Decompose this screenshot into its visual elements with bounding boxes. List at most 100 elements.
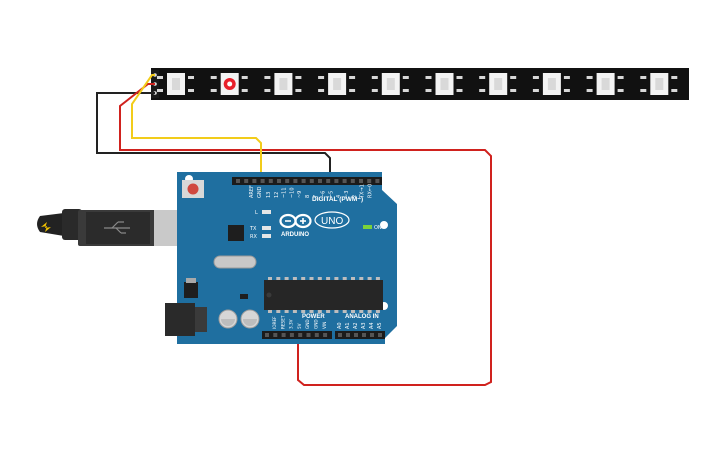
strip-smd bbox=[563, 76, 570, 79]
digital-pin-label: RX←0 bbox=[367, 184, 373, 198]
digital-pin-label: ~5 bbox=[328, 191, 334, 198]
on-led bbox=[363, 225, 372, 229]
strip-smd bbox=[586, 76, 593, 79]
strip-smd bbox=[264, 76, 271, 79]
strip-pixel[interactable] bbox=[425, 73, 463, 95]
strip-smd bbox=[640, 89, 647, 92]
on-label: ON bbox=[374, 225, 382, 231]
chip-pin bbox=[284, 310, 289, 313]
crystal-oscillator bbox=[213, 255, 257, 269]
strip-smd bbox=[371, 89, 378, 92]
strip-smd bbox=[264, 89, 271, 92]
strip-smd bbox=[617, 76, 624, 79]
usb-cable-end bbox=[37, 213, 64, 236]
mounting-hole bbox=[380, 221, 388, 229]
led-rx-label: RX bbox=[250, 234, 257, 240]
logo-minus-plus bbox=[285, 218, 306, 224]
strip-smd bbox=[188, 76, 194, 79]
strip-smd bbox=[586, 89, 593, 92]
strip-smd bbox=[157, 76, 163, 79]
pin-hole bbox=[265, 333, 269, 337]
digital-pin-label: 8 bbox=[305, 195, 311, 198]
chip-pin bbox=[334, 277, 339, 280]
pin-hole bbox=[301, 179, 306, 183]
strip-pixel[interactable] bbox=[532, 73, 570, 95]
strip-smd bbox=[510, 76, 517, 79]
pin-hole bbox=[244, 179, 249, 183]
digital-header bbox=[232, 177, 382, 185]
digital-pin-label: ~10 bbox=[289, 187, 295, 198]
digital-pin-label: TX→1 bbox=[360, 184, 366, 199]
power-pin-label: GND bbox=[314, 319, 319, 329]
pin-hole bbox=[252, 179, 257, 183]
led-strip[interactable] bbox=[151, 68, 689, 100]
usb-strain-relief bbox=[62, 209, 82, 240]
strip-pixel[interactable] bbox=[210, 73, 248, 95]
chip-pin bbox=[268, 310, 272, 313]
chip-pin bbox=[326, 277, 331, 280]
led-die bbox=[333, 78, 342, 90]
pin-hole bbox=[334, 179, 339, 183]
digital-pin-label: 2 bbox=[352, 195, 358, 198]
chip-pins bbox=[268, 277, 380, 313]
chip-pin bbox=[359, 310, 364, 313]
strip-smd bbox=[456, 89, 463, 92]
led-die bbox=[440, 78, 449, 90]
pin-hole bbox=[359, 179, 363, 183]
strip-smd bbox=[402, 76, 409, 79]
analog-header bbox=[335, 331, 385, 339]
chip-pin bbox=[342, 277, 347, 280]
power-wire[interactable] bbox=[119, 83, 492, 386]
data-wire[interactable] bbox=[131, 74, 262, 178]
gnd-wire[interactable] bbox=[96, 92, 331, 176]
regulator-tab bbox=[186, 278, 196, 283]
pin-hole bbox=[323, 333, 328, 337]
chip-pin bbox=[276, 310, 281, 313]
strip-pixel[interactable] bbox=[586, 73, 624, 95]
chip-pin bbox=[309, 277, 314, 280]
strip-pixel[interactable] bbox=[640, 73, 678, 95]
analog-pin-label: A4 bbox=[369, 322, 375, 329]
strip-smd bbox=[349, 76, 356, 79]
power-pin-label: 3.3V bbox=[289, 319, 294, 329]
digital-pin-label: ~6 bbox=[321, 191, 327, 198]
strip-smd bbox=[157, 89, 163, 92]
led-die bbox=[172, 78, 180, 90]
chip-pin bbox=[351, 310, 355, 313]
strip-pixels bbox=[157, 73, 678, 95]
chip-pin bbox=[351, 277, 355, 280]
strip-smd bbox=[425, 76, 432, 79]
strip-pixel[interactable] bbox=[264, 73, 302, 95]
strip-pixel[interactable] bbox=[371, 73, 409, 95]
strip-smd bbox=[188, 89, 194, 92]
chip-pin bbox=[292, 310, 297, 313]
chip-pin bbox=[367, 310, 372, 313]
chip-pin bbox=[276, 277, 281, 280]
voltage-regulator bbox=[184, 282, 198, 298]
pin-hole bbox=[306, 333, 311, 337]
usb-symbol-icon bbox=[104, 221, 130, 234]
pin-hole bbox=[277, 179, 281, 183]
smd-component bbox=[240, 294, 248, 299]
strip-smd bbox=[617, 89, 624, 92]
reset-button-cap[interactable] bbox=[187, 183, 199, 195]
chip-pin bbox=[342, 310, 347, 313]
led-die bbox=[279, 78, 288, 90]
chip-pin bbox=[301, 310, 306, 313]
strip-pixel[interactable] bbox=[157, 73, 194, 95]
strip-smd bbox=[349, 89, 356, 92]
dc-jack-back bbox=[195, 307, 207, 332]
dc-power-jack[interactable] bbox=[165, 303, 195, 336]
chip-pin bbox=[375, 277, 380, 280]
pin-hole bbox=[285, 179, 290, 183]
led-rx bbox=[262, 234, 271, 238]
chip-pin bbox=[268, 277, 272, 280]
strip-pixel[interactable] bbox=[318, 73, 356, 95]
strip-smd bbox=[563, 89, 570, 92]
strip-pixel[interactable] bbox=[479, 73, 517, 95]
led-die bbox=[494, 78, 503, 90]
